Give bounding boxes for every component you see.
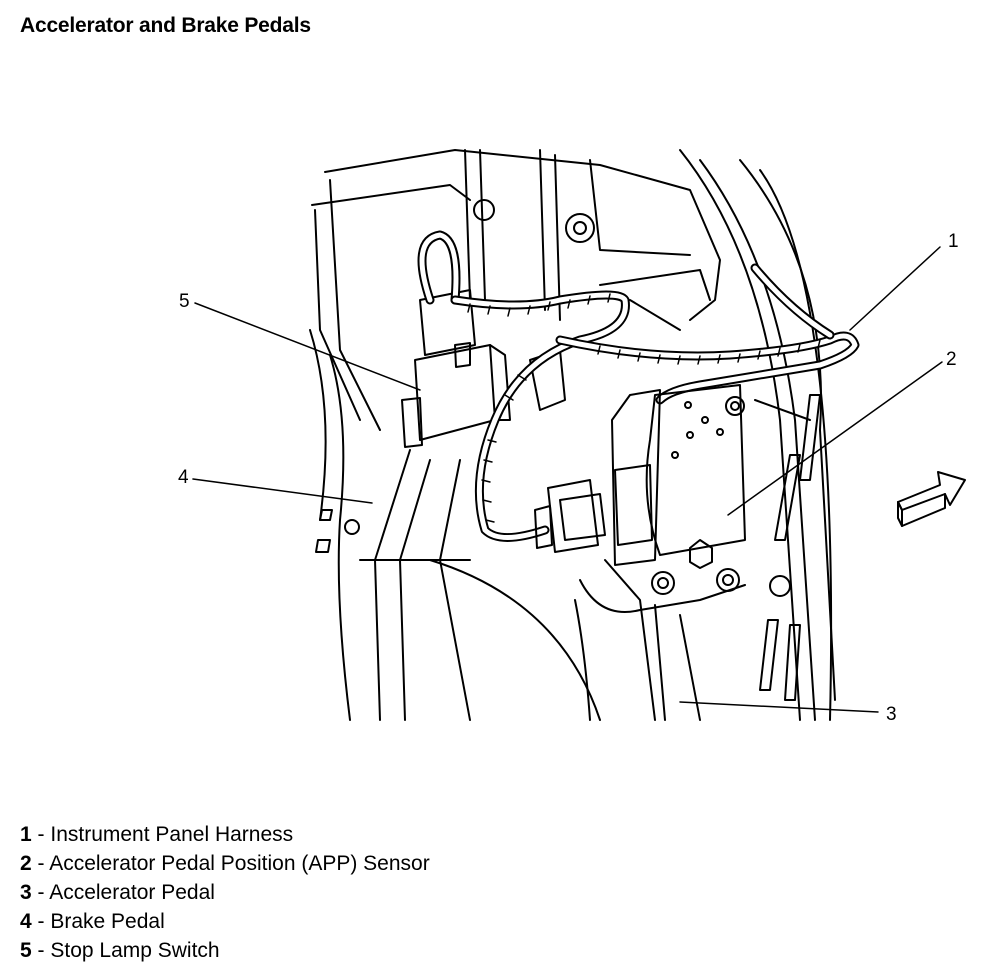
legend-separator: -	[31, 823, 51, 846]
mounting-bracket	[311, 149, 721, 431]
sensor-connector	[534, 479, 606, 553]
legend-item: 4 - Brake Pedal	[20, 907, 430, 936]
legend-label: Stop Lamp Switch	[50, 939, 220, 962]
legend-label: Instrument Panel Harness	[50, 823, 294, 846]
diagram-title: Accelerator and Brake Pedals	[20, 14, 311, 37]
callout-1: 1	[948, 231, 959, 252]
legend-number: 4	[20, 910, 32, 933]
pedal-assembly-illustration: 1 2 3 4 5	[0, 140, 1008, 740]
legend-label: Brake Pedal	[50, 910, 165, 933]
side-panel	[679, 149, 836, 721]
legend-separator: -	[31, 910, 51, 933]
leader-lines	[192, 246, 943, 713]
callout-3: 3	[886, 704, 897, 725]
view-direction-arrow	[897, 471, 966, 527]
legend-item: 1 - Instrument Panel Harness	[20, 820, 430, 849]
legend-label: Accelerator Pedal	[49, 881, 215, 904]
callout-5: 5	[179, 291, 190, 312]
app-sensor	[611, 384, 746, 569]
legend-item: 2 - Accelerator Pedal Position (APP) Sen…	[20, 849, 430, 878]
callout-2: 2	[946, 349, 957, 370]
legend-item: 3 - Accelerator Pedal	[20, 878, 430, 907]
accelerator-pedal	[574, 559, 746, 721]
legend-number: 2	[20, 852, 32, 875]
legend-separator: -	[31, 881, 50, 904]
parts-legend: 1 - Instrument Panel Harness 2 - Acceler…	[20, 820, 430, 965]
legend-label: Accelerator Pedal Position (APP) Sensor	[49, 852, 430, 875]
instrument-panel-harness	[417, 230, 860, 542]
legend-item: 5 - Stop Lamp Switch	[20, 936, 430, 965]
brake-pedal	[309, 329, 601, 721]
legend-separator: -	[31, 852, 50, 875]
legend-number: 3	[20, 881, 32, 904]
legend-number: 5	[20, 939, 32, 962]
legend-separator: -	[31, 939, 51, 962]
legend-number: 1	[20, 823, 32, 846]
callout-4: 4	[178, 467, 189, 488]
harness-wrap-marks	[467, 293, 821, 523]
